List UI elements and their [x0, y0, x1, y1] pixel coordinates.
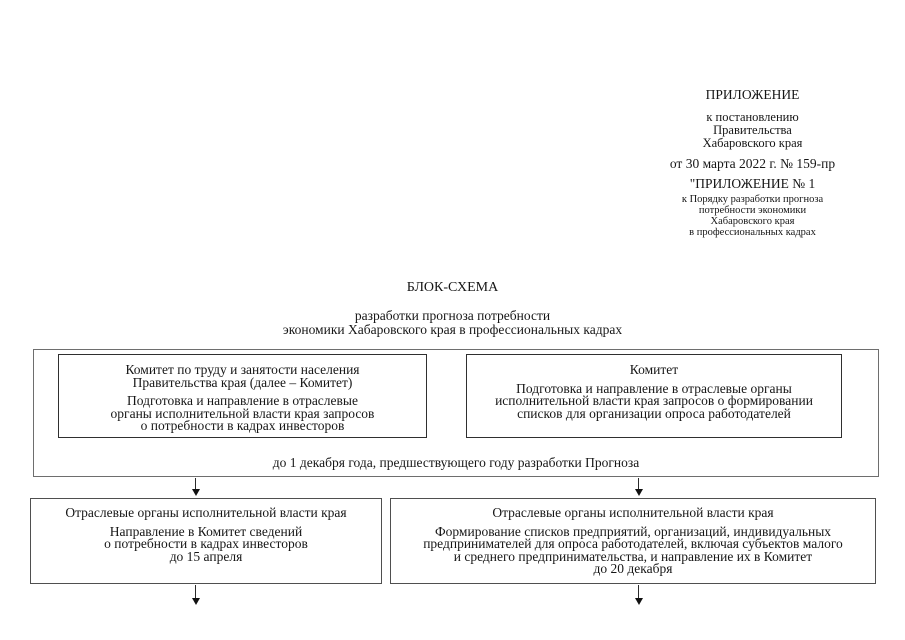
requisite-line: "ПРИЛОЖЕНИЕ № 1 — [689, 176, 816, 191]
down-arrow-icon — [634, 478, 643, 496]
page-title-block: БЛОК-СХЕМА разработки прогноза потребнос… — [0, 279, 905, 336]
requisite-line: к постановлению — [706, 110, 799, 124]
down-arrow-icon — [634, 585, 643, 605]
requisite-line: в профессиональных кадрах — [689, 227, 816, 238]
flow-box-title: Комитет по труду и занятости населения П… — [125, 362, 360, 390]
down-arrow-icon — [191, 478, 200, 496]
flow-box-sector-bodies-lists: Отраслевые органы исполнительной власти … — [390, 498, 876, 584]
arrow-head — [191, 598, 200, 605]
requisite-line: к Порядку разработки прогноза — [681, 194, 824, 205]
requisite-line: ПРИЛОЖЕНИЕ — [705, 87, 800, 102]
arrow-shaft — [637, 478, 640, 490]
flow-box-body: Подготовка и направление в отраслевые ор… — [110, 393, 375, 433]
arrow-head — [191, 489, 200, 496]
requisite-line: от 30 марта 2022 г. № 159-пр — [669, 156, 836, 171]
arrow-shaft — [194, 478, 197, 490]
requisite-line: Правительства — [713, 123, 792, 137]
page-title: БЛОК-СХЕМА — [406, 280, 499, 295]
flow-box-body: Формирование списков предприятий, органи… — [423, 523, 843, 576]
flow-deadline-label: до 1 декабря года, предшествующего году … — [272, 455, 640, 470]
requisite-line: Хабаровского края — [702, 136, 803, 150]
requisite-line: Хабаровского края — [710, 216, 795, 227]
flow-box-body: Направление в Комитет сведений о потребн… — [104, 523, 308, 564]
requisite-line: потребности экономики — [698, 205, 807, 216]
document-requisites: ПРИЛОЖЕНИЕ к постановлению Правительства… — [620, 86, 885, 238]
flow-box-title: Отраслевые органы исполнительной власти … — [492, 505, 774, 520]
flow-box-body: Подготовка и направление в отраслевые ор… — [495, 380, 813, 421]
arrow-head — [634, 489, 643, 496]
arrow-shaft — [194, 585, 197, 599]
flow-group-committee: Комитет по труду и занятости населения П… — [33, 349, 879, 477]
flow-box-sector-bodies-investors: Отраслевые органы исполнительной власти … — [30, 498, 382, 584]
flow-box-committee-investors: Комитет по труду и занятости населения П… — [58, 354, 427, 438]
arrow-shaft — [637, 585, 640, 599]
down-arrow-icon — [191, 585, 200, 605]
flow-box-committee-employers: Комитет Подготовка и направление в отрас… — [466, 354, 842, 438]
flow-box-title: Отраслевые органы исполнительной власти … — [65, 505, 347, 520]
flow-box-title: Комитет — [629, 362, 679, 377]
arrow-head — [634, 598, 643, 605]
page-subtitle: разработки прогноза потребности экономик… — [282, 308, 623, 337]
